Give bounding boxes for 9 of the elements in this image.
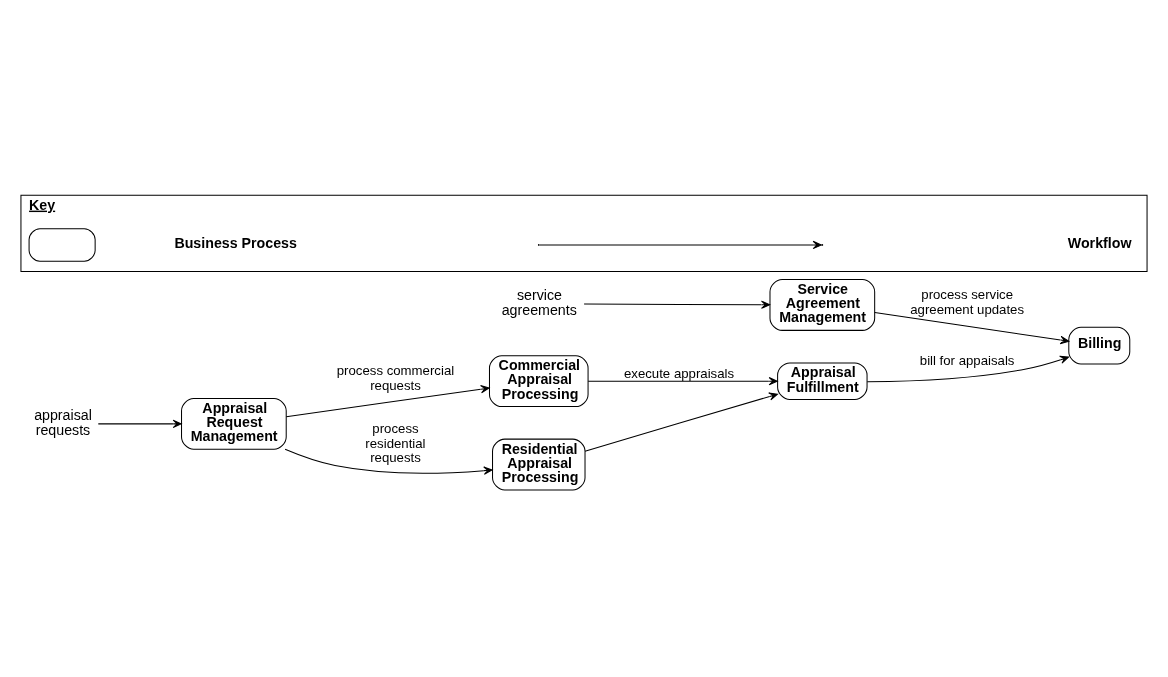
legend-label: Business Process bbox=[174, 234, 297, 251]
edge-label: process commercial requests bbox=[336, 363, 455, 393]
edge-label: execute appraisals bbox=[623, 365, 735, 381]
node-text: service agreements bbox=[501, 287, 577, 319]
node-text: appraisal requests bbox=[34, 407, 92, 439]
edge-label: bill for appaisals bbox=[919, 353, 1015, 369]
legend-label: Workflow bbox=[1067, 234, 1132, 251]
edge-label: process residential requests bbox=[365, 421, 426, 465]
edge-label: process service agreement updates bbox=[910, 287, 1025, 317]
